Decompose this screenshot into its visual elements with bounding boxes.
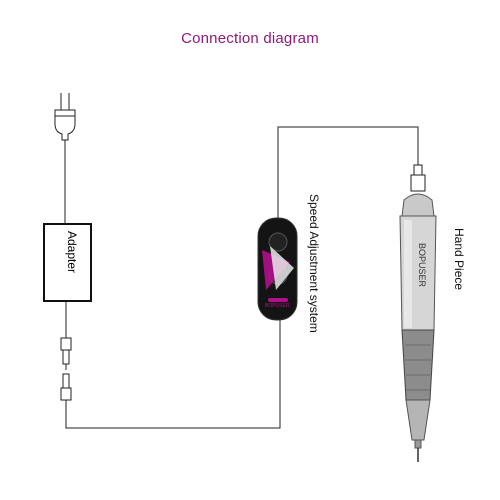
adapter-label: Adapter <box>65 231 79 274</box>
bottom-cable <box>65 318 281 429</box>
adapter-box <box>43 223 92 302</box>
diagram-title: Connection diagram <box>181 30 319 47</box>
hand-piece-brand-text: BOPUSER <box>417 243 427 288</box>
speed-controller-icon <box>257 217 298 321</box>
top-cable <box>277 126 419 220</box>
connector-lower-icon <box>60 373 72 401</box>
wires <box>64 126 419 429</box>
controller-logo-text: BOPUSER <box>265 303 290 309</box>
speed-adjustment-label: Speed Adjustment system <box>307 194 321 333</box>
hand-piece-icon <box>399 164 437 462</box>
plug-icon <box>54 93 76 141</box>
hand-piece-label: Hand Piece <box>452 228 466 291</box>
connector-upper-icon <box>60 337 72 370</box>
